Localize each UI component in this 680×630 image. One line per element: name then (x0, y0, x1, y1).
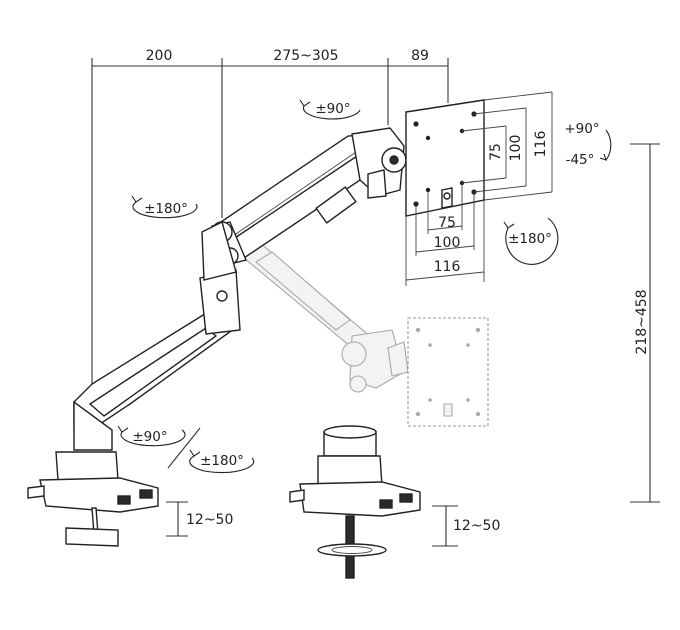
clamp-right-dimension (432, 505, 458, 547)
dim-label-89: 89 (411, 48, 429, 64)
rotation-elbow-label: ±180° (144, 201, 188, 217)
rotation-arm-top (299, 99, 361, 120)
rotation-base-right (189, 449, 255, 474)
clamp-left-label: 12~50 (186, 512, 233, 528)
clamp-right-label: 12~50 (453, 518, 500, 534)
right-base (289, 425, 421, 579)
dim-label-200: 200 (146, 48, 173, 64)
rotation-base-left (117, 425, 186, 447)
ghost-arm (231, 235, 489, 427)
rotation-base-right-label: ±180° (200, 453, 244, 469)
rotation-arm-top-label: ±90° (315, 101, 350, 117)
left-base (27, 400, 159, 547)
rotation-tilt-up-label: +90° (564, 121, 599, 137)
height-dimension (630, 143, 660, 503)
vesa-v-116: 116 (533, 131, 549, 158)
vesa-h-100: 100 (434, 235, 461, 251)
rotation-tilt-down-label: -45° (566, 152, 595, 168)
vesa-h-116: 116 (434, 259, 461, 275)
vesa-h-75: 75 (438, 215, 456, 231)
tilt-head (351, 127, 407, 199)
height-range-label: 218~458 (634, 289, 650, 354)
clamp-left-dimension (166, 501, 188, 537)
vesa-v-100: 100 (508, 135, 524, 162)
top-dimension-lines (91, 58, 449, 395)
vesa-plate (405, 99, 485, 217)
rotation-plate (503, 217, 559, 265)
vesa-vertical-dimensions (461, 91, 553, 201)
rotation-base-left-label: ±90° (132, 429, 167, 445)
rotation-divider (167, 427, 201, 469)
rotation-elbow (131, 195, 198, 219)
lower-arm (73, 220, 241, 431)
rotation-plate-label: ±180° (508, 231, 552, 247)
rotation-tilt (599, 129, 612, 161)
vesa-horizontal-dimensions (405, 185, 485, 286)
dim-label-275-305: 275~305 (273, 48, 338, 64)
vesa-v-75: 75 (488, 143, 504, 161)
